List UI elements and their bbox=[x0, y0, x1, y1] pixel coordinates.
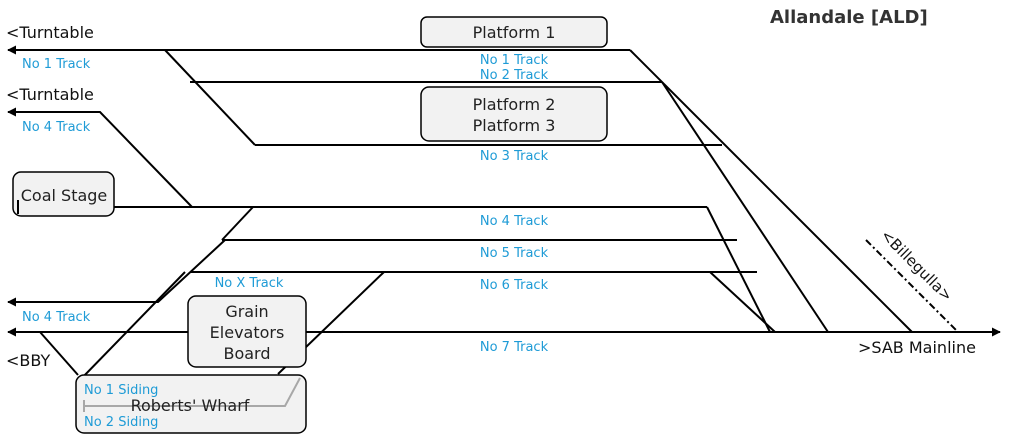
coal-stage-box bbox=[12, 171, 115, 217]
siding2-label: No 2 Siding bbox=[84, 415, 158, 430]
grain-label-1: Grain bbox=[225, 302, 268, 321]
no7-track-label: No 7 Track bbox=[480, 340, 549, 355]
siding1-label: No 1 Siding bbox=[84, 383, 158, 398]
grain-elevators-box bbox=[187, 295, 307, 368]
billegulla-line bbox=[865, 239, 959, 333]
no2-track-label: No 2 Track bbox=[480, 68, 549, 83]
no6-junction-line bbox=[709, 271, 776, 333]
mainline-junction-line bbox=[629, 49, 913, 333]
platform2-label: Platform 2 bbox=[473, 95, 556, 114]
crossover-no1-no3 bbox=[164, 49, 256, 146]
siding-tracks bbox=[84, 377, 301, 407]
grain-label-2: Elevators bbox=[210, 323, 285, 342]
platform23-box bbox=[420, 86, 608, 142]
no5-track-label: No 5 Track bbox=[480, 246, 549, 261]
bby-dest: <BBY bbox=[6, 351, 50, 370]
no3-track-label: No 3 Track bbox=[480, 149, 549, 164]
station-title: Allandale [ALD] bbox=[770, 7, 928, 28]
platform3-label: Platform 3 bbox=[473, 116, 556, 135]
turntable-dest-2: <Turntable bbox=[6, 85, 94, 104]
platform1-box bbox=[420, 16, 608, 48]
coal-stage-label: Coal Stage bbox=[21, 186, 108, 205]
platform1-label: Platform 1 bbox=[473, 23, 556, 42]
no4-upper-left-label: No 4 Track bbox=[22, 120, 91, 135]
sab-mainline-dest: >SAB Mainline bbox=[858, 338, 976, 357]
no4-track-label: No 4 Track bbox=[480, 214, 549, 229]
bby-link-line bbox=[39, 331, 79, 376]
no4-turntable-line bbox=[7, 107, 193, 208]
roberts-wharf-box bbox=[75, 374, 307, 434]
no2-junction-line bbox=[661, 81, 829, 333]
no4-junction-line bbox=[706, 206, 771, 333]
no1-track-label: No 1 Track bbox=[480, 53, 549, 68]
nox-wharf-line bbox=[79, 271, 186, 381]
roberts-wharf-label: Roberts' Wharf bbox=[131, 396, 250, 415]
nox-track-label: No X Track bbox=[215, 276, 284, 291]
no6-track-label: No 6 Track bbox=[480, 278, 549, 293]
no4-lower-left-label: No 4 Track bbox=[22, 310, 91, 325]
turntable-dest-1: <Turntable bbox=[6, 23, 94, 42]
grain-label-3: Board bbox=[223, 344, 270, 363]
no4-lower-track-line bbox=[7, 239, 226, 307]
no1-left-label: No 1 Track bbox=[22, 57, 91, 72]
billegulla-dest: <Billegulla> bbox=[877, 226, 956, 305]
crossover-no4-no5 bbox=[221, 206, 254, 241]
